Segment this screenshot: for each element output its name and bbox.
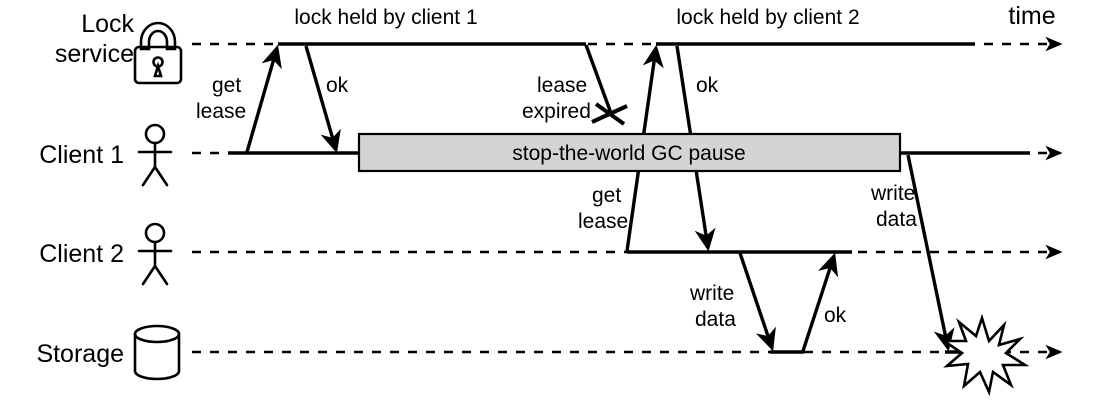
lease-expired-x-icon	[591, 102, 628, 126]
lane-label-lock-service: Lock service	[55, 10, 135, 68]
gc-pause-label: stop-the-world GC pause	[512, 142, 745, 165]
arrow-write-data-client-2	[738, 252, 776, 352]
stick-figure-icon	[137, 123, 173, 187]
lane-label-client-1-text: Client 1	[39, 141, 124, 169]
lane-label-client-2-text: Client 2	[39, 240, 124, 268]
arrow-write-data-client-1	[906, 154, 955, 352]
message-label-get-lease-1-line2: lease	[196, 100, 246, 123]
message-label-lease-expired-line2: expired	[522, 100, 591, 123]
message-label-get-lease-2-line1: get	[592, 184, 621, 207]
lane-label-lock-service-line2: service	[55, 40, 134, 68]
message-label-get-lease-2-line2: lease	[578, 210, 628, 233]
message-label-get-lease-1-line1: get	[212, 74, 241, 97]
lane-label-storage-text: Storage	[36, 340, 124, 368]
message-label-write-data-2-line2: data	[876, 208, 917, 231]
message-label-ok-1-text: ok	[326, 74, 349, 97]
message-label-ok-3: ok	[824, 304, 847, 327]
time-axis-label: time	[1008, 2, 1055, 30]
message-label-write-data-2: write data	[870, 182, 917, 231]
gc-pause-box	[357, 132, 902, 173]
message-label-lease-expired-line1: lease	[537, 74, 587, 97]
message-label-get-lease-2: get lease	[578, 184, 628, 233]
lane-label-lock-service-line1: Lock	[81, 10, 134, 38]
message-label-write-data-2-line1: write	[870, 182, 915, 205]
lane-label-storage: Storage	[36, 340, 124, 368]
message-label-ok-3-text: ok	[824, 304, 847, 327]
arrow-get-lease-client-1	[245, 44, 282, 153]
stick-figure-icon	[137, 222, 173, 286]
lane-label-client-2: Client 2	[39, 240, 124, 268]
message-label-ok-1: ok	[326, 74, 349, 97]
padlock-icon	[133, 21, 183, 85]
span-label-lock-held-client-2: lock held by client 2	[676, 6, 859, 29]
database-cylinder-icon	[133, 324, 181, 381]
message-label-get-lease-1: get lease	[196, 74, 246, 123]
message-label-ok-2-text: ok	[696, 74, 719, 97]
arrow-lease-expired	[584, 44, 614, 117]
lane-label-client-1: Client 1	[39, 141, 124, 169]
arrow-ok-to-client-1	[304, 45, 341, 154]
message-label-ok-2: ok	[696, 74, 719, 97]
span-label-lock-held-client-1: lock held by client 1	[294, 6, 477, 29]
message-label-lease-expired: lease expired	[522, 74, 591, 123]
arrow-ok-to-client-2-storage	[801, 252, 839, 352]
message-label-write-data-1: write data	[689, 282, 736, 331]
message-label-write-data-1-line1: write	[689, 282, 734, 305]
message-label-write-data-1-line2: data	[695, 308, 736, 331]
crash-starburst-icon	[939, 313, 1030, 397]
